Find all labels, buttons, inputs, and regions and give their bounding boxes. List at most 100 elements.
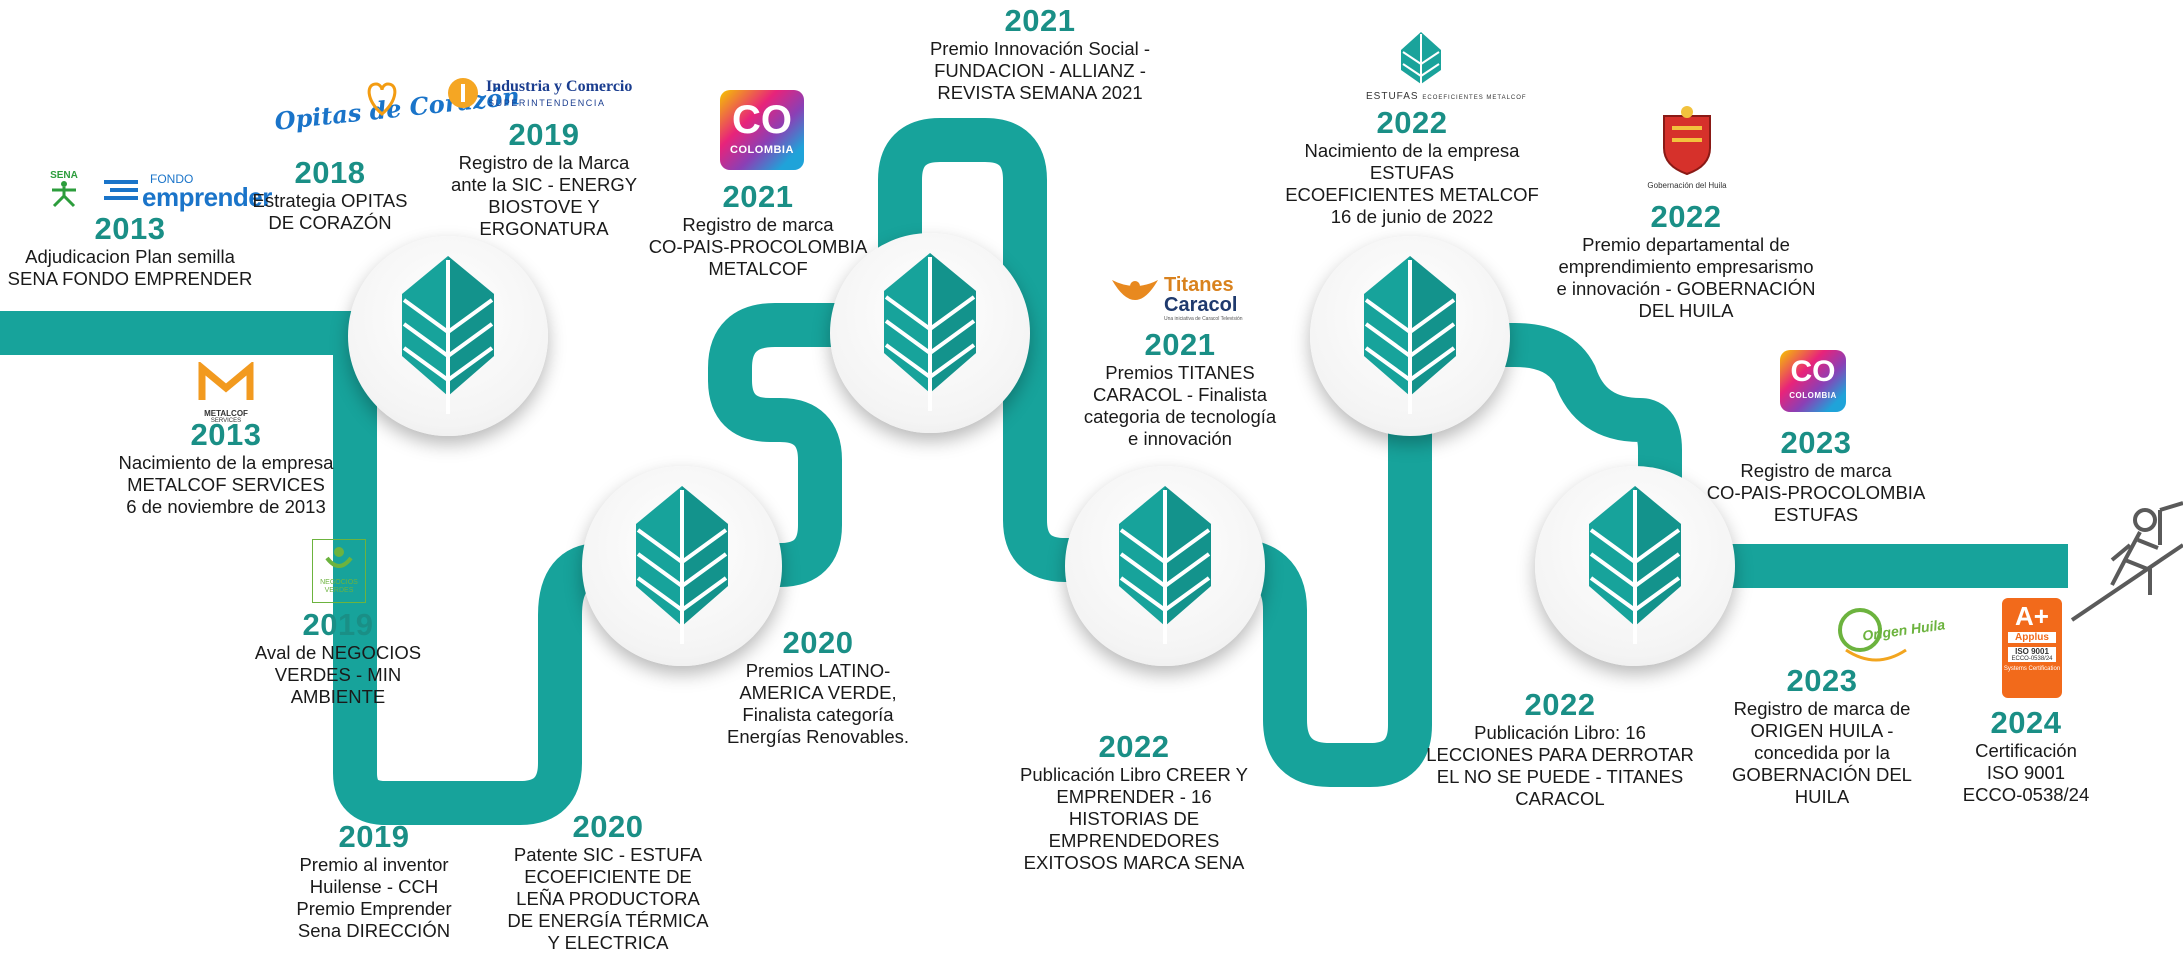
event-description-line: ECOEFICIENTE DE: [524, 866, 692, 887]
sena-logo: SENA: [42, 168, 86, 210]
event-year: 2019: [302, 607, 374, 642]
estufas-logo: ESTUFAS ECOEFICIENTES METALCOF: [1366, 30, 1526, 102]
opitas-logo: Opitas de Corazón: [273, 81, 521, 136]
event-description: Premio Innovación Social -FUNDACION - AL…: [890, 38, 1190, 104]
svg-text:SENA: SENA: [50, 170, 78, 181]
event-description-line: Nacimiento de la empresa: [118, 452, 334, 473]
event-description-line: METALCOF: [708, 258, 808, 279]
event-year: 2024: [1990, 705, 2062, 740]
timeline-node: [1065, 466, 1265, 666]
applus-iso-badge: A+ Applus ISO 9001 ECCO-0538/24 Systems …: [2002, 598, 2062, 698]
event-description-line: EMPRENDEDORES: [1048, 830, 1220, 851]
event-description-line: categoria de tecnología: [1083, 406, 1277, 427]
timeline-node: [348, 236, 548, 436]
event-description-line: AMBIENTE: [290, 686, 386, 707]
event-year: 2022: [1376, 105, 1448, 140]
event-description-line: DEL HUILA: [1638, 300, 1734, 321]
event-year: 2019: [508, 117, 580, 152]
event-description-line: 6 de noviembre de 2013: [126, 496, 326, 517]
event-description-line: AMERICA VERDE,: [739, 682, 897, 703]
event-description-line: CARACOL: [1515, 788, 1605, 809]
event-year: 2021: [1004, 3, 1076, 38]
fondo-emprender-logo: FONDO emprender: [104, 172, 272, 212]
event-description-line: Sena DIRECCIÓN: [297, 920, 451, 941]
event-description-line: LEÑA PRODUCTORA: [516, 888, 700, 909]
event-description-line: Premios TITANES: [1105, 362, 1255, 383]
event-description-line: Premio Emprender: [296, 898, 452, 919]
leaf-icon: [402, 256, 494, 414]
event-year: 2019: [338, 819, 410, 854]
event-description-line: ISO 9001: [1986, 762, 2066, 783]
timeline-node: [1310, 236, 1510, 436]
event-description-line: ORIGEN HUILA -: [1750, 720, 1894, 741]
event-description-line: LECCIONES PARA DERROTAR: [1426, 744, 1694, 765]
event-year: 2020: [782, 625, 854, 660]
event-description-line: ECCO-0538/24: [1962, 784, 2090, 805]
event-description-line: ante la SIC - ENERGY: [450, 174, 638, 195]
gobernacion-huila-logo: Gobernación del Huila: [1640, 104, 1734, 194]
event-description-line: ECOEFICIENTES METALCOF: [1285, 184, 1539, 205]
event-year: 2022: [1650, 199, 1722, 234]
event-description-line: e innovación: [1128, 428, 1232, 449]
timeline-node: [1535, 466, 1735, 666]
event-year: 2023: [1780, 425, 1852, 460]
leaf-icon: [636, 486, 728, 644]
leaf-icon: [1364, 256, 1456, 414]
event-description-line: Publicación Libro CREER Y: [1020, 764, 1248, 785]
climber-icon: [2070, 501, 2183, 622]
event-description-line: Premio al inventor: [299, 854, 449, 875]
event-year: 2018: [294, 155, 366, 190]
event-year: 2021: [1144, 327, 1216, 362]
event-description-line: HISTORIAS DE: [1068, 808, 1200, 829]
event-description-line: DE ENERGÍA TÉRMICA: [507, 910, 709, 931]
event-description: Premios LATINO-AMERICA VERDE,Finalista c…: [668, 660, 968, 748]
event-description-line: Finalista categoría: [742, 704, 894, 725]
event-description-line: FUNDACION - ALLIANZ -: [934, 60, 1146, 81]
sic-logo: Industria y Comercio SUPERINTENDENCIA: [446, 74, 636, 118]
event-description-line: BIOSTOVE Y: [488, 196, 600, 217]
event-description-line: CO-PAIS-PROCOLOMBIA: [1706, 482, 1926, 503]
event-description-line: Registro de marca: [1740, 460, 1892, 481]
event-description-line: EMPRENDER - 16: [1056, 786, 1212, 807]
event-description-line: Premios LATINO-: [745, 660, 891, 681]
event-description-line: SENA FONDO EMPRENDER: [7, 268, 253, 289]
event-description-line: Premio Innovación Social -: [929, 38, 1151, 59]
event-description-line: REVISTA SEMANA 2021: [937, 82, 1143, 103]
event-description-line: 16 de junio de 2022: [1330, 206, 1494, 227]
timeline-node: [830, 233, 1030, 433]
event-description-line: DE CORAZÓN: [268, 212, 392, 233]
event-year: 2023: [1786, 663, 1858, 698]
event-year: 2013: [94, 211, 166, 246]
titanes-caracol-logo: Titanes Caracol Una iniciativa de Caraco…: [1110, 274, 1260, 324]
event-description-line: e innovación - GOBERNACIÓN: [1556, 278, 1816, 299]
event-description-line: Y ELECTRICA: [547, 932, 669, 953]
negocios-verdes-logo: NEGOCIOS VERDES: [312, 539, 366, 603]
event-description-line: CARACOL - Finalista: [1092, 384, 1268, 405]
event-description-line: ESTUFAS: [1773, 504, 1859, 525]
